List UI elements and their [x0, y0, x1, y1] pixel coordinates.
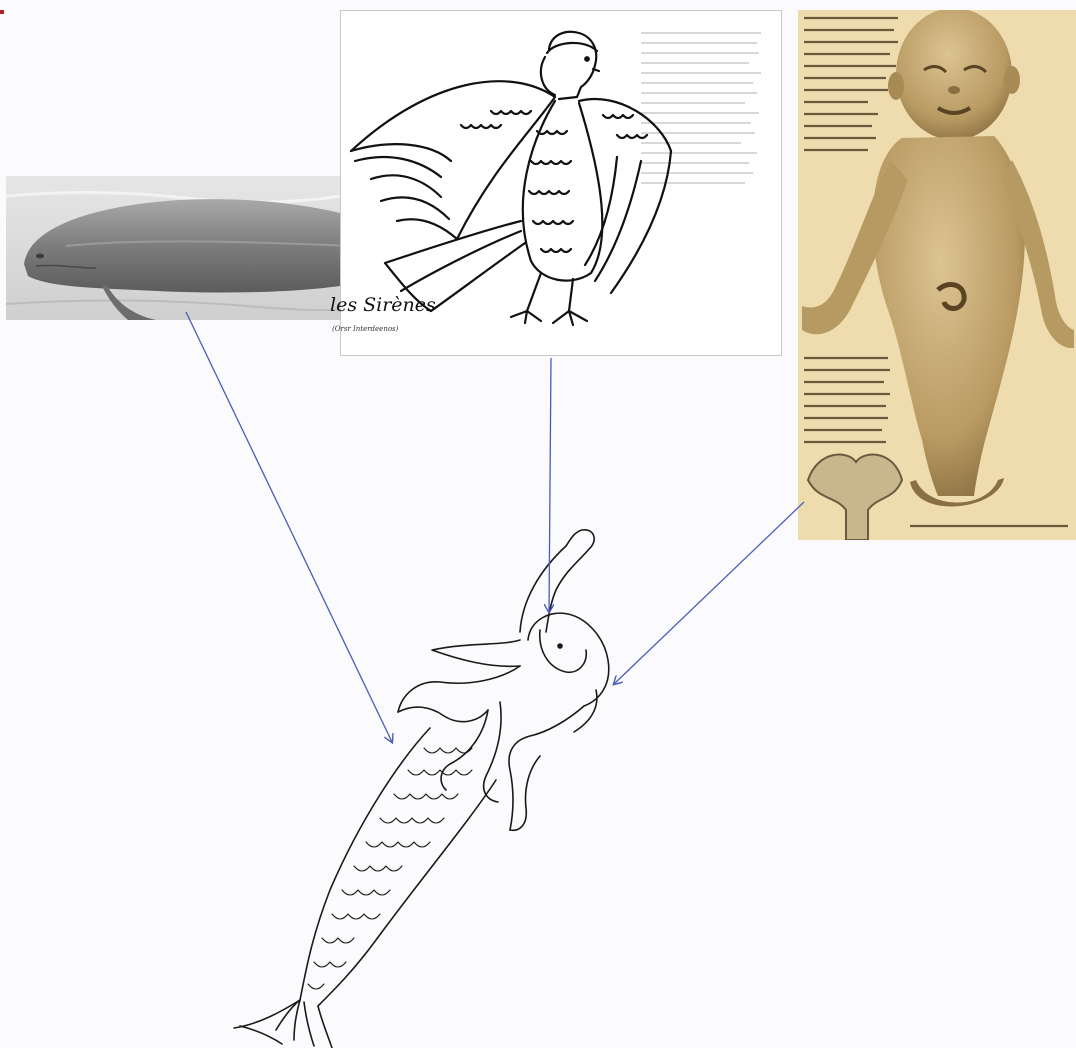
arrow-sirenomelia-to-mermaid [614, 502, 804, 684]
arrow-siren-to-mermaid [549, 358, 551, 612]
arrow-manatee-to-mermaid [186, 312, 392, 742]
